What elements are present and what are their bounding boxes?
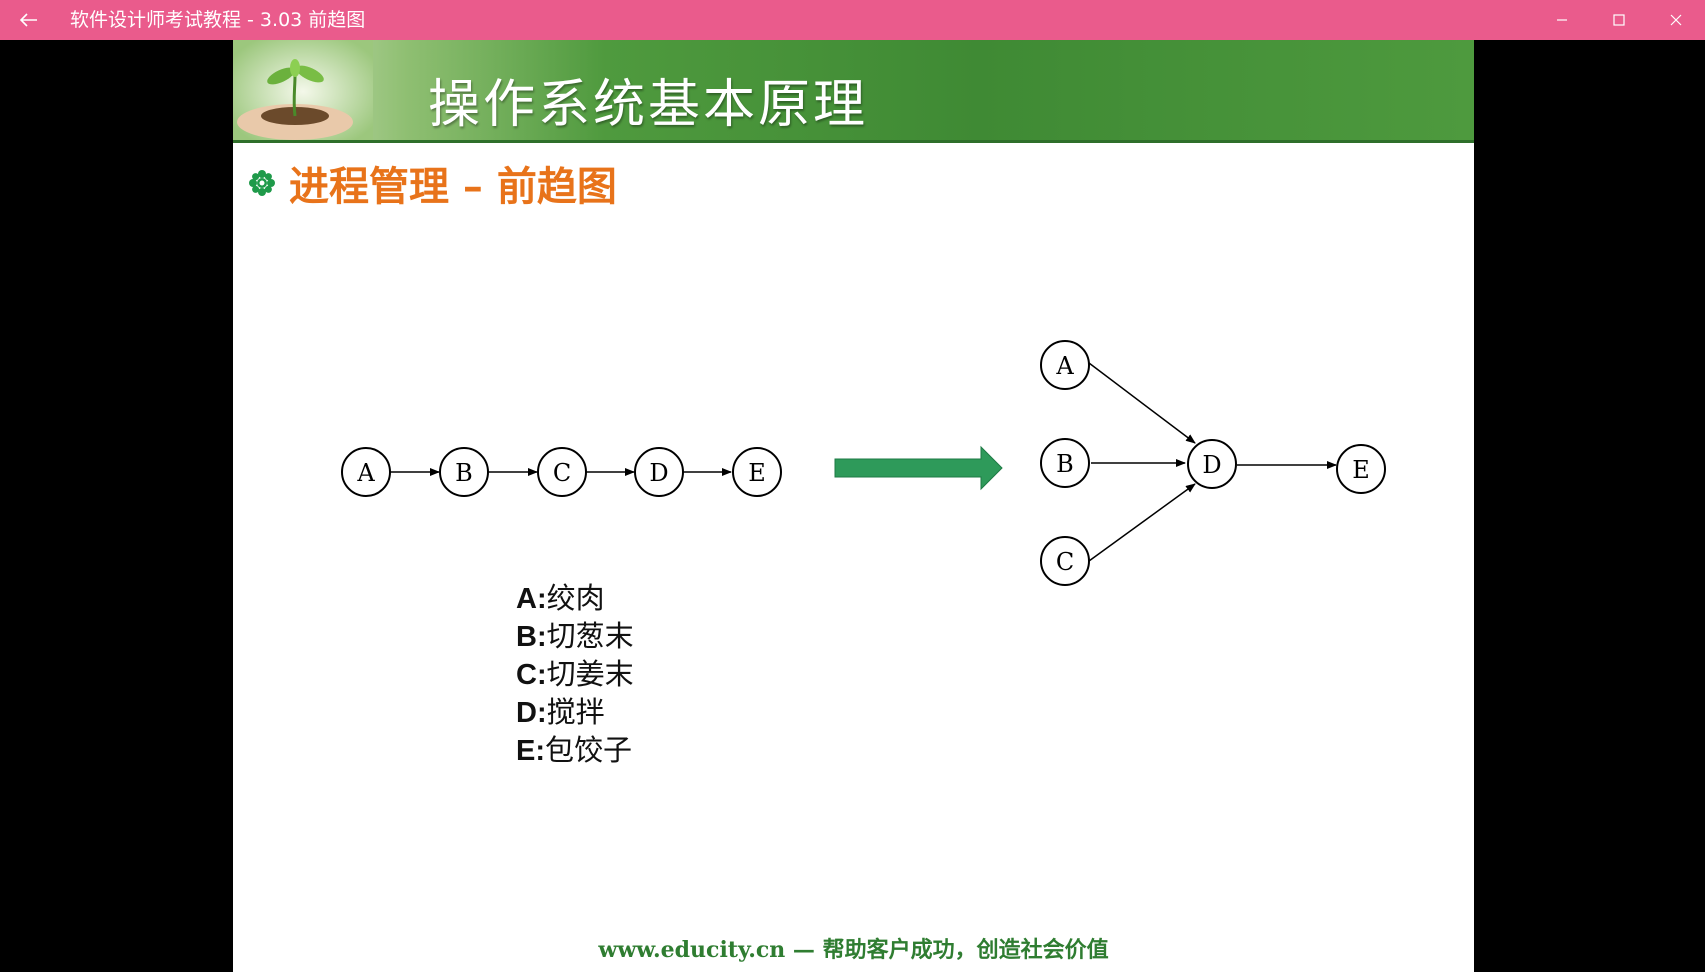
precedence-graph: A B C D E — [1040, 340, 1386, 586]
close-button[interactable] — [1648, 0, 1704, 40]
title-bar: 软件设计师考试教程 - 3.03 前趋图 — [0, 0, 1705, 40]
subtitle-row: 进程管理 – 前趋图 — [247, 158, 617, 210]
node-b — [439, 447, 489, 497]
legend-item: C:切姜末 — [516, 657, 634, 691]
minimize-button[interactable] — [1534, 0, 1590, 40]
slide: 操作系统基本原理 进程管理 – 前趋图 — [233, 40, 1474, 972]
flower-bullet-icon — [249, 170, 275, 196]
transition-arrow — [834, 445, 1003, 491]
node-d-label: D — [649, 459, 668, 487]
node-e-label: E — [748, 459, 766, 487]
node-e — [732, 447, 782, 497]
node-c — [1040, 536, 1090, 586]
legend: A:绞肉 B:切葱末 C:切姜末 D:搅拌 E:包饺子 — [516, 580, 634, 770]
maximize-button[interactable] — [1591, 0, 1647, 40]
sequential-graph: A B C D E — [341, 447, 782, 497]
slide-footer: www.educity.cn — 帮助客户成功，创造社会价值 — [598, 937, 1109, 963]
node-b-label: B — [1056, 450, 1074, 478]
close-icon — [1670, 14, 1682, 26]
legend-item: A:绞肉 — [516, 581, 605, 615]
node-c — [537, 447, 587, 497]
slide-header: 操作系统基本原理 — [233, 40, 1474, 143]
slide-title: 操作系统基本原理 — [428, 75, 869, 135]
node-c-label: C — [553, 459, 571, 487]
node-a — [1040, 340, 1090, 390]
node-a — [341, 447, 391, 497]
legend-item: D:搅拌 — [516, 695, 605, 729]
minimize-icon — [1557, 19, 1567, 21]
node-e-label: E — [1352, 456, 1370, 484]
legend-item: E:包饺子 — [516, 733, 633, 767]
legend-item: B:切葱末 — [516, 619, 634, 653]
node-b — [1040, 438, 1090, 488]
node-e — [1336, 444, 1386, 494]
back-button[interactable] — [12, 4, 46, 36]
arrow-left-icon — [20, 13, 37, 27]
edge-c-d — [1088, 483, 1196, 562]
node-d-label: D — [1202, 451, 1221, 479]
slide-subtitle: 进程管理 – 前趋图 — [289, 163, 617, 210]
node-a-label: A — [356, 459, 375, 487]
node-c-label: C — [1056, 548, 1074, 576]
precedence-diagram: A B C D E A B C D E — [341, 340, 1386, 586]
seedling-in-hands-image — [233, 40, 373, 143]
maximize-icon — [1613, 14, 1625, 26]
node-d — [634, 447, 684, 497]
node-a-label: A — [1055, 352, 1074, 380]
window-title: 软件设计师考试教程 - 3.03 前趋图 — [70, 9, 366, 31]
node-b-label: B — [455, 459, 473, 487]
edge-a-d — [1088, 362, 1196, 444]
node-d — [1187, 439, 1237, 489]
